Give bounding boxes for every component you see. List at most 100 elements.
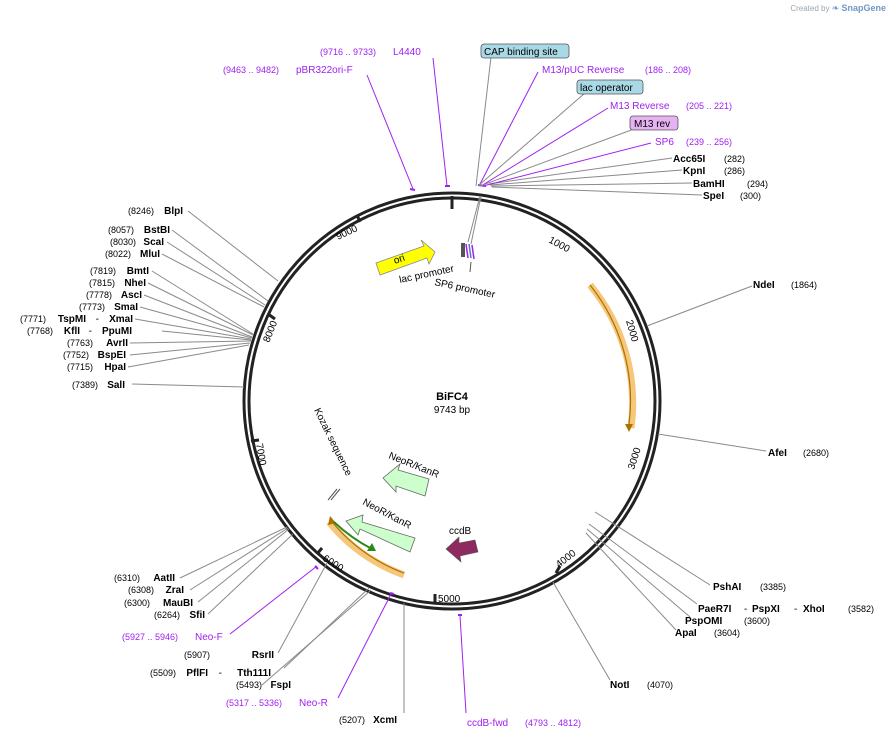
primer-labels: L4440 (9716 .. 9733) pBR322ori-F (9463 .… <box>122 47 732 729</box>
enzyme-label: PpuMI <box>102 326 132 337</box>
tick-label-7000: 7000 <box>253 443 268 467</box>
enzyme-label: MauBI <box>163 598 193 609</box>
left-enzyme-labels: BlpI (8246) BstBI (8057) ScaI (8030) Mlu… <box>20 206 397 726</box>
primer-label-neo-r: Neo-R <box>299 698 328 709</box>
tick-label-2000: 2000 <box>623 319 640 344</box>
enzyme-position: (286) <box>724 166 745 176</box>
right-enzyme-labels: Acc65I (282) KpnI (286) BamHI (294) SpeI… <box>610 154 874 691</box>
enzyme-position: (7778) <box>86 290 112 300</box>
enzyme-label: NheI <box>124 278 146 289</box>
green-arc-arrowhead <box>367 543 376 551</box>
primer-range-ccdb-fwd: (4793 .. 4812) <box>525 718 581 728</box>
promoter-marks <box>461 243 475 273</box>
tick-label-3000: 3000 <box>626 446 643 471</box>
enzyme-position: (7389) <box>72 380 98 390</box>
enzyme-position: (5907) <box>184 650 210 660</box>
enzyme-position: (2680) <box>803 448 829 458</box>
enzyme-position: (3604) <box>714 628 740 638</box>
enzyme-position: (5509) <box>150 668 176 678</box>
enzyme-label: KpnI <box>683 166 705 177</box>
enzyme-position: (7815) <box>89 278 115 288</box>
plasmid-name: BiFC4 <box>436 391 469 403</box>
enzyme-label: XhoI <box>803 604 825 615</box>
snapgene-credit: Created by ❧ SnapGene <box>790 3 886 14</box>
enzyme-separator: - <box>89 326 92 337</box>
enzyme-label: PshAI <box>713 582 742 593</box>
orange-arc-feature-left <box>326 519 406 579</box>
tick-mark-8000 <box>267 312 276 321</box>
enzyme-position: (3600) <box>744 616 770 626</box>
primer-range-m13-puc-reverse: (186 .. 208) <box>645 65 691 75</box>
enzyme-position: (1864) <box>791 280 817 290</box>
enzyme-position: (5493) <box>236 680 262 690</box>
primer-label-m13-puc-reverse: M13/pUC Reverse <box>542 65 625 76</box>
enzyme-separator: - <box>96 314 99 325</box>
m13-rev-label: M13 rev <box>634 119 670 130</box>
primer-lines <box>229 57 652 714</box>
enzyme-label: PflFI <box>186 668 208 679</box>
enzyme-label: BstBI <box>144 225 170 236</box>
neor-kanr-feature-2: NeoR/KanR <box>345 497 416 553</box>
enzyme-label: AvrII <box>106 338 128 349</box>
enzyme-label: Tth111I <box>237 668 271 679</box>
tick-label-5000: 5000 <box>438 594 461 605</box>
primer-range-neo-f: (5927 .. 5946) <box>122 632 178 642</box>
enzyme-position: (7768) <box>27 326 53 336</box>
enzyme-label: PspXI <box>752 604 780 615</box>
enzyme-position: (8246) <box>128 206 154 216</box>
tick-mark-7000 <box>250 438 260 443</box>
primer-range-m13-reverse: (205 .. 221) <box>686 101 732 111</box>
enzyme-position: (7715) <box>67 362 93 372</box>
enzyme-label: HpaI <box>104 362 126 373</box>
enzyme-position: (6310) <box>114 573 140 583</box>
enzyme-position: (282) <box>724 154 745 164</box>
tick-label-1000: 1000 <box>547 235 572 255</box>
enzyme-label: TspMI <box>58 314 86 325</box>
neor-kanr-feature-1: NeoR/KanR <box>382 451 440 497</box>
enzyme-label: BamHI <box>693 179 725 190</box>
primer-label-neo-f: Neo-F <box>195 632 223 643</box>
enzyme-label: FspI <box>270 680 291 691</box>
cap-binding-site-label: CAP binding site <box>484 47 558 58</box>
enzyme-position: (6264) <box>154 610 180 620</box>
kozak-sequence-label: Kozak sequence <box>311 406 353 478</box>
ccdb-label: ccdB <box>449 526 472 537</box>
primer-range-neo-r: (5317 .. 5336) <box>226 698 282 708</box>
enzyme-label: XmaI <box>109 314 133 325</box>
enzyme-label: AscI <box>121 290 142 301</box>
enzyme-separator: - <box>744 604 747 615</box>
tick-mark-6000 <box>315 547 324 555</box>
enzyme-position: (7771) <box>20 314 46 324</box>
orange-arc-arrowhead-right <box>625 424 633 432</box>
enzyme-position: (8057) <box>108 225 134 235</box>
enzyme-label: BspEI <box>98 350 127 361</box>
enzyme-label: SpeI <box>703 191 724 202</box>
lac-operator-label: lac operator <box>580 83 633 94</box>
tick-mark-9000 <box>355 214 362 223</box>
enzyme-label: SalI <box>107 380 125 391</box>
enzyme-label: MluI <box>140 249 160 260</box>
enzyme-label: SfiI <box>189 610 205 621</box>
enzyme-label: BmtI <box>127 266 149 277</box>
primer-label-l4440: L4440 <box>393 47 421 58</box>
enzyme-position: (294) <box>747 179 768 189</box>
enzyme-label: PspOMI <box>685 616 722 627</box>
primer-label-m13-reverse: M13 Reverse <box>610 101 670 112</box>
enzyme-separator: - <box>219 668 222 679</box>
orange-arc-line-right <box>589 284 632 425</box>
primer-range-l4440: (9716 .. 9733) <box>320 47 376 57</box>
credit-prefix: Created by <box>790 4 830 13</box>
right-enzyme-lines <box>488 157 767 681</box>
credit-brand: SnapGene <box>841 3 886 13</box>
ccdb-feature: ccdB <box>445 526 479 563</box>
enzyme-position: (7819) <box>90 266 116 276</box>
enzyme-label: KflI <box>64 326 80 337</box>
enzyme-label: ScaI <box>143 237 164 248</box>
enzyme-label: ZraI <box>166 585 185 596</box>
kozak-mark <box>327 488 338 501</box>
enzyme-label: NdeI <box>753 280 775 291</box>
primer-label-sp6: SP6 <box>655 137 674 148</box>
enzyme-position: (8030) <box>110 237 136 247</box>
enzyme-separator: - <box>794 604 797 615</box>
